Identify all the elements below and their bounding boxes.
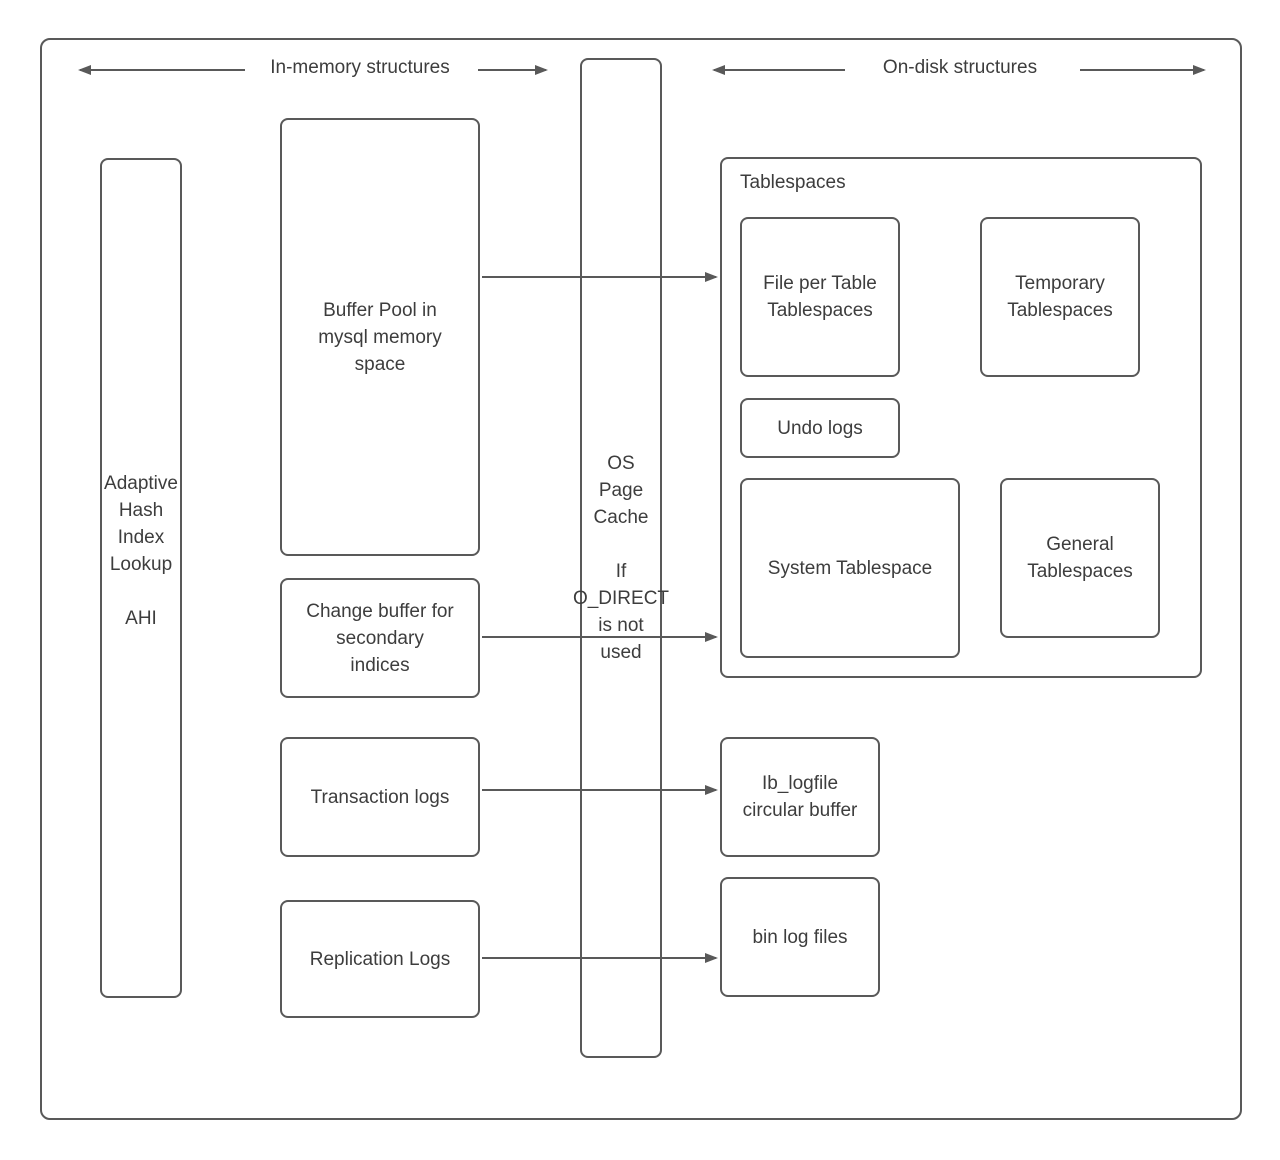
node-label: General Tablespaces [1027,534,1133,582]
node-change-buffer: Change buffer for secondary indices [280,578,480,698]
tablespaces-group [720,157,1202,678]
node-temporary-tablespaces: Temporary Tablespaces [980,217,1140,377]
node-replication-logs: Replication Logs [280,900,480,1018]
node-adaptive-hash-index: Adaptive Hash Index Lookup AHI [100,158,182,998]
node-ib-logfile: Ib_logfile circular buffer [720,737,880,857]
node-label: Undo logs [777,417,863,439]
node-bin-log-files: bin log files [720,877,880,997]
node-label: Temporary Tablespaces [1007,273,1113,321]
node-transaction-logs: Transaction logs [280,737,480,857]
node-label: bin log files [752,926,848,948]
outer-frame [40,38,1242,1120]
node-os-page-cache: OS Page Cache If O_DIRECT is not used [573,58,669,1058]
node-label: Ib_logfile circular buffer [742,773,858,821]
node-label: Transaction logs [310,786,450,808]
node-label: Change buffer for secondary indices [306,600,454,676]
node-label: Replication Logs [309,948,451,970]
node-undo-logs: Undo logs [740,398,900,458]
node-label: Buffer Pool in mysql memory space [318,299,442,375]
tablespaces-group-label: Tablespaces [740,172,846,193]
node-label: OS Page Cache If O_DIRECT is not used [572,453,670,663]
node-label: File per Table Tablespaces [763,273,877,321]
node-label: Adaptive Hash Index Lookup AHI [104,472,178,629]
node-label: System Tablespace [767,557,933,579]
node-file-per-table-tablespaces: File per Table Tablespaces [740,217,900,377]
on-disk-structures-label: On-disk structures [882,57,1038,78]
node-general-tablespaces: General Tablespaces [1000,478,1160,638]
in-memory-structures-label: In-memory structures [270,57,450,78]
node-system-tablespace: System Tablespace [740,478,960,658]
node-buffer-pool: Buffer Pool in mysql memory space [280,118,480,556]
